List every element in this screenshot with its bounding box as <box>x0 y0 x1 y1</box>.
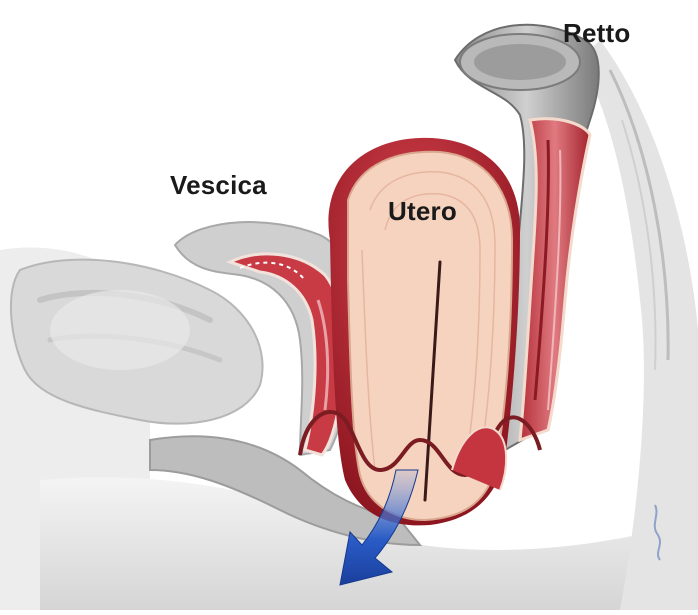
label-bladder: Vescica <box>170 170 267 201</box>
label-rectum: Retto <box>563 18 630 49</box>
label-uterus: Utero <box>388 196 457 227</box>
